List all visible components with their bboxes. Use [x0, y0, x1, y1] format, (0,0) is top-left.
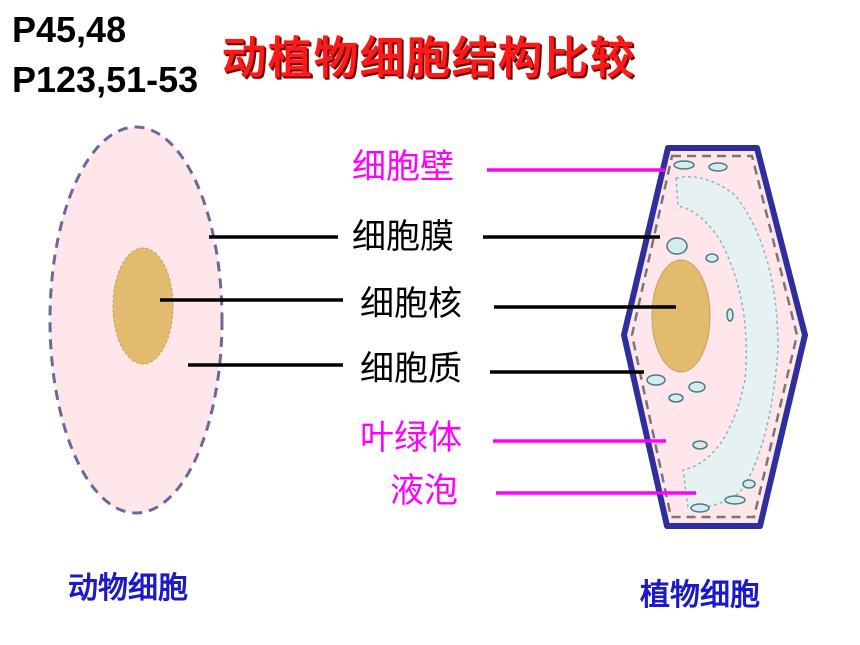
animal-leader-lines [160, 235, 343, 367]
label-cell-wall: 细胞壁 [352, 147, 454, 187]
plant-leader-lines [483, 168, 696, 495]
chloroplast [673, 160, 695, 170]
plant-cell-membrane [630, 154, 799, 519]
chloroplast [724, 495, 746, 505]
page-reference-1: P45,48 [12, 9, 127, 50]
chloroplast [705, 253, 719, 263]
chloroplast [708, 162, 728, 172]
label-nucleus: 细胞核 [360, 284, 462, 324]
plant-cell-nucleus [651, 259, 711, 373]
plant-cell-vacuole [675, 176, 779, 509]
chloroplast [666, 237, 688, 255]
chloroplast [646, 374, 666, 386]
label-cell-membrane: 细胞膜 [352, 217, 454, 257]
animal-cell [48, 125, 224, 515]
chloroplast [688, 381, 706, 393]
label-vacuole: 液泡 [390, 471, 458, 511]
page-reference-2: P123,51-53 [12, 59, 199, 100]
plant-cell-chloroplasts [646, 160, 756, 513]
caption-plant-cell: 植物细胞 [640, 578, 760, 613]
page-title: 动植物细胞结构比较 [222, 33, 636, 84]
chloroplast [668, 393, 684, 403]
chloroplast [742, 479, 756, 489]
plant-cell [621, 145, 808, 529]
chloroplast [726, 308, 734, 322]
chloroplast [690, 503, 710, 513]
label-chloroplast: 叶绿体 [360, 418, 462, 458]
chloroplast [692, 440, 708, 450]
label-cytoplasm: 细胞质 [360, 349, 462, 389]
animal-cell-nucleus [112, 247, 174, 365]
caption-animal-cell: 动物细胞 [68, 571, 188, 606]
